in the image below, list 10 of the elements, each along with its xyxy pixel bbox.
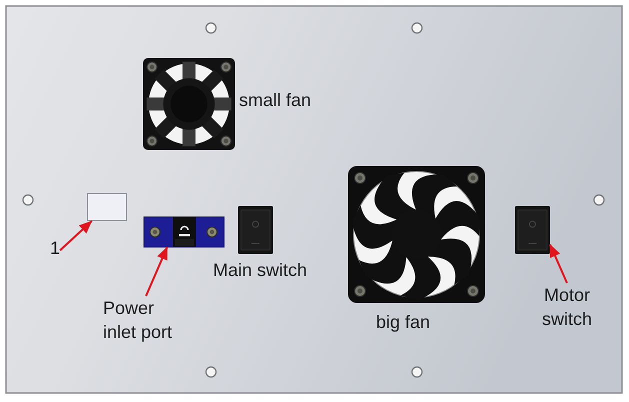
part-label: big fan <box>376 311 430 334</box>
leader-arrow <box>59 220 92 252</box>
callout-label: Motor switch <box>540 284 593 331</box>
part-label: Main switch <box>213 259 308 282</box>
part-label: small fan <box>239 89 312 112</box>
callout-number: 1 <box>50 237 60 260</box>
leader-arrow <box>549 244 568 284</box>
leader-arrow <box>145 246 168 296</box>
label-plate <box>87 193 127 221</box>
callout-label: Power inlet port <box>103 297 174 344</box>
